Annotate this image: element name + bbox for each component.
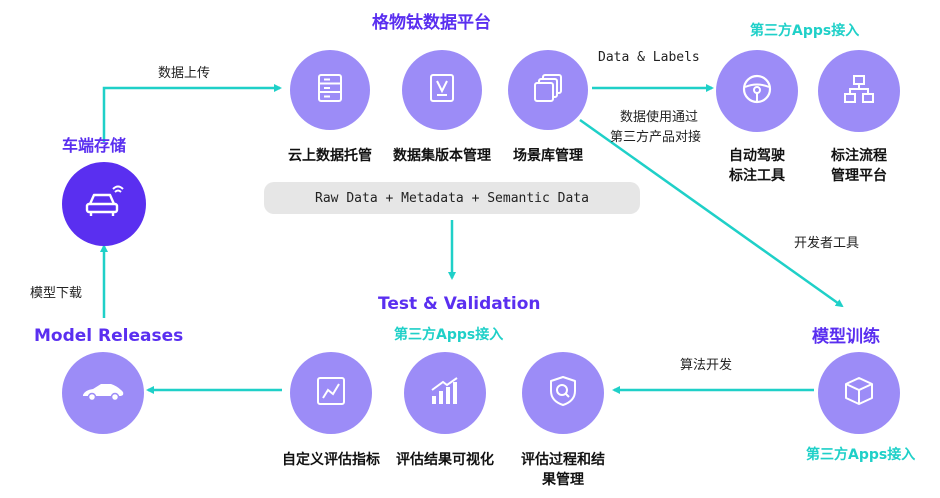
custom-metrics-node bbox=[290, 352, 372, 434]
shield-search-icon bbox=[548, 375, 578, 411]
model-releases-title: Model Releases bbox=[34, 326, 184, 346]
annotation-flow-label-line2: 管理平台 bbox=[831, 168, 887, 184]
model-download-label: 模型下载 bbox=[30, 286, 83, 301]
scenario-library-node bbox=[508, 50, 588, 130]
raw-data-text: Raw Data + Metadata + Semantic Data bbox=[315, 190, 589, 206]
model-releases-node bbox=[62, 352, 144, 434]
evaluation-management-node bbox=[522, 352, 604, 434]
platform-title: 格物钛数据平台 bbox=[372, 13, 491, 33]
test-validation-title: Test & Validation bbox=[378, 294, 541, 314]
evaluation-management-label-line1: 评估过程和结 bbox=[521, 452, 605, 468]
custom-metrics-label: 自定义评估指标 bbox=[282, 452, 380, 468]
result-visualization-label: 评估结果可视化 bbox=[396, 452, 494, 468]
version-document-icon bbox=[428, 73, 456, 107]
dataset-version-label: 数据集版本管理 bbox=[393, 148, 491, 164]
raw-data-pill: Raw Data + Metadata + Semantic Data bbox=[264, 182, 640, 214]
connected-car-icon bbox=[84, 185, 124, 222]
car-storage-title: 车端存储 bbox=[62, 136, 127, 155]
bar-chart-growth-icon bbox=[429, 376, 461, 410]
server-stack-icon bbox=[317, 73, 343, 107]
car-storage-node bbox=[62, 162, 146, 246]
dev-tools-label: 开发者工具 bbox=[794, 236, 860, 251]
algo-dev-label: 算法开发 bbox=[680, 358, 733, 373]
annotation-flow-label-line1: 标注流程 bbox=[831, 148, 887, 164]
test-validation-third-party: 第三方Apps接入 bbox=[394, 327, 504, 343]
data-usage-line1: 数据使用通过 bbox=[620, 110, 699, 125]
sports-car-icon bbox=[81, 380, 125, 406]
result-visualization-node bbox=[404, 352, 486, 434]
data-usage-line2: 第三方产品对接 bbox=[610, 130, 702, 145]
line-chart-frame-icon bbox=[316, 376, 346, 410]
training-third-party: 第三方Apps接入 bbox=[806, 447, 916, 463]
autodrive-label-line2: 标注工具 bbox=[729, 168, 785, 184]
autodrive-label-line1: 自动驾驶 bbox=[729, 148, 785, 164]
flowchart-icon bbox=[843, 74, 875, 108]
arrow-upload bbox=[102, 84, 282, 142]
training-node bbox=[818, 352, 900, 434]
stacked-layers-icon bbox=[533, 73, 563, 107]
autodrive-annotation-node bbox=[716, 50, 798, 132]
upload-label: 数据上传 bbox=[158, 66, 211, 81]
scenario-library-label: 场景库管理 bbox=[513, 148, 583, 164]
dataset-version-node bbox=[402, 50, 482, 130]
cloud-hosting-node bbox=[290, 50, 370, 130]
cube-box-icon bbox=[843, 375, 875, 411]
steering-wheel-icon bbox=[741, 73, 773, 109]
training-title: 模型训练 bbox=[812, 327, 880, 347]
cloud-hosting-label: 云上数据托管 bbox=[288, 148, 372, 164]
annotation-flow-node bbox=[818, 50, 900, 132]
data-labels-label: Data & Labels bbox=[598, 50, 700, 65]
evaluation-management-label-line2: 果管理 bbox=[542, 472, 584, 488]
third-party-top-title: 第三方Apps接入 bbox=[750, 23, 860, 39]
